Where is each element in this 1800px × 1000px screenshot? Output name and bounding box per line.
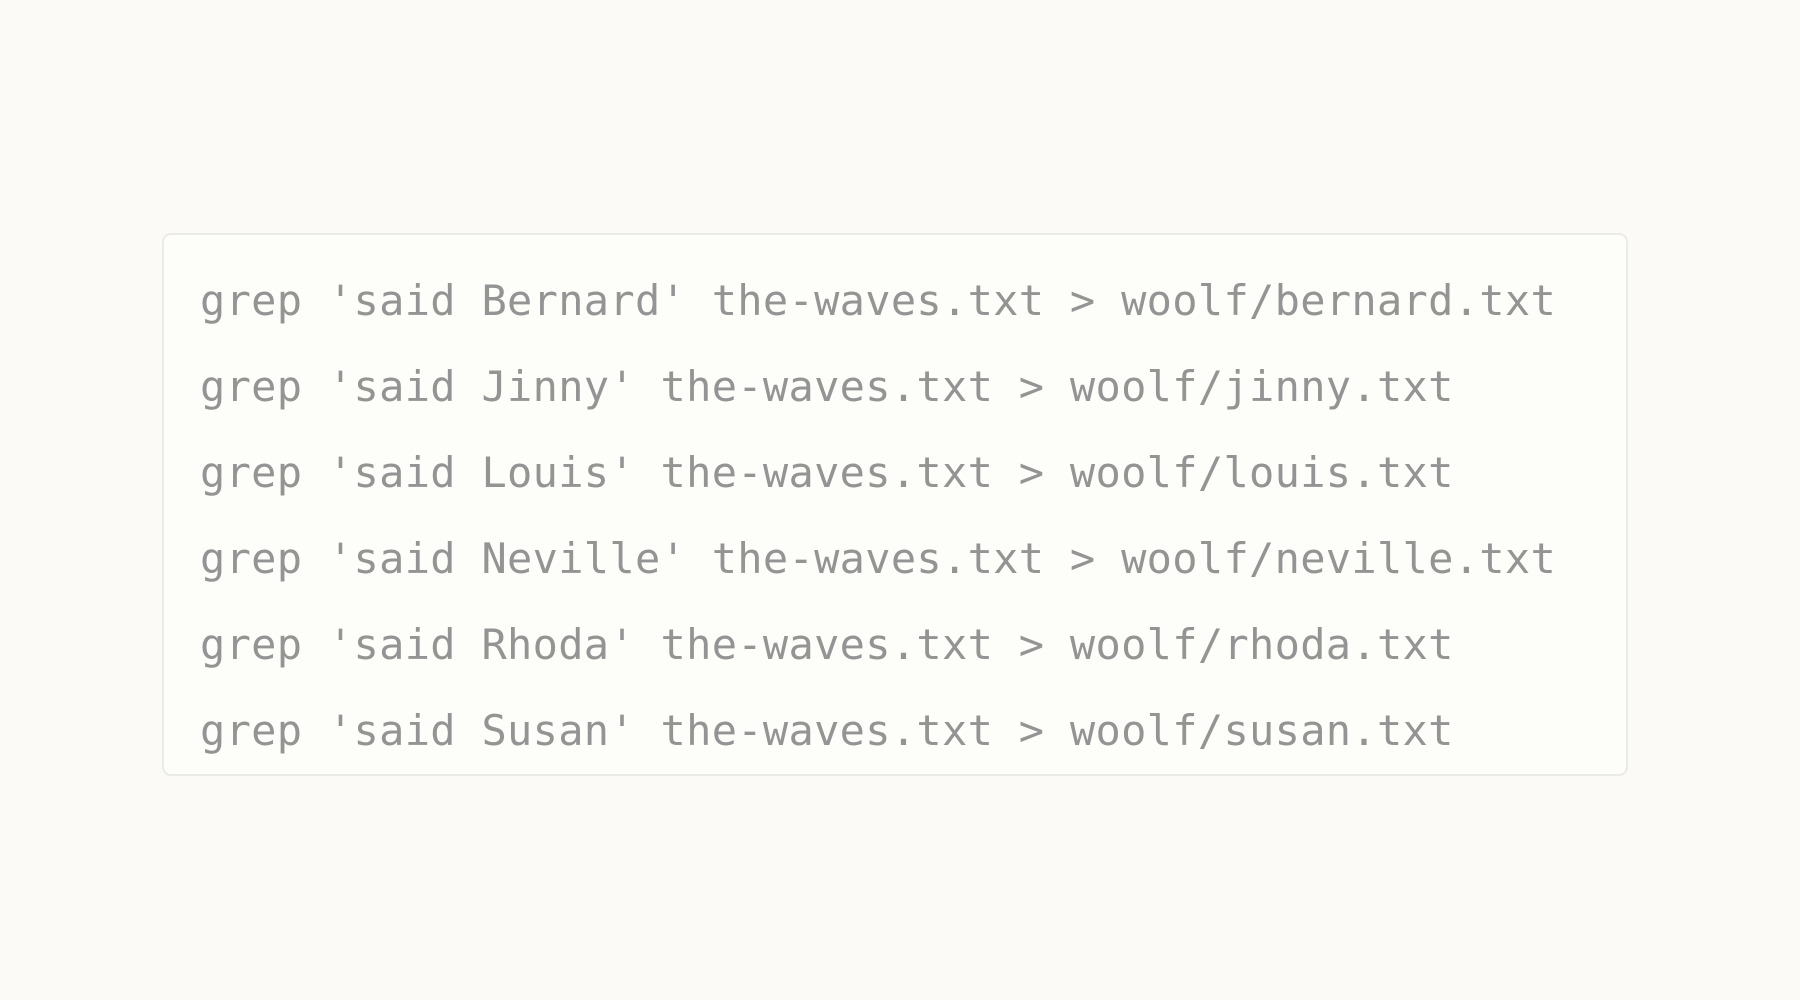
code-line: grep 'said Jinny' the-waves.txt > woolf/… [200,362,1454,411]
code-line: grep 'said Rhoda' the-waves.txt > woolf/… [200,620,1454,669]
code-line: grep 'said Susan' the-waves.txt > woolf/… [200,706,1454,755]
code-line: grep 'said Bernard' the-waves.txt > wool… [200,276,1557,325]
code-line: grep 'said Louis' the-waves.txt > woolf/… [200,448,1454,497]
code-line: grep 'said Neville' the-waves.txt > wool… [200,534,1557,583]
code-block: grep 'said Bernard' the-waves.txt > wool… [162,233,1628,776]
